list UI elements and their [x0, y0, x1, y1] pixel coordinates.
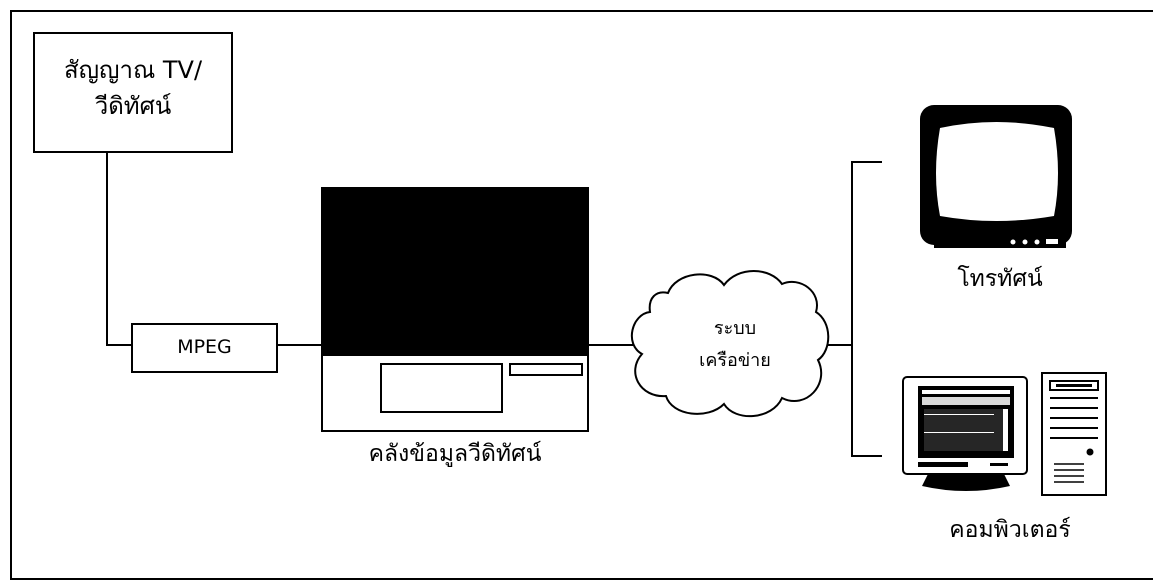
source-label: สัญญาณ TV/ วีดิทัศน์: [34, 52, 232, 124]
network-cloud-label-line1: ระบบ: [713, 318, 757, 339]
network-cloud-icon: [631, 270, 830, 418]
source-to-mpeg-connector: [106, 152, 132, 346]
computer-icon: [902, 372, 1107, 496]
video-server-icon: [321, 187, 589, 432]
video-server-label: คลังข้อมูลวีดิทัศน์: [368, 441, 542, 467]
mpeg-box: [131, 323, 278, 373]
source-label-line1: สัญญาณ TV/: [63, 56, 203, 84]
television-icon: [920, 105, 1072, 248]
network-bus-line: [851, 161, 882, 457]
television-label: โทรทัศน์: [957, 266, 1043, 292]
network-cloud-label: ระบบ เครือข่าย: [660, 313, 810, 377]
computer-label: คอมพิวเตอร์: [949, 517, 1071, 543]
source-box: [33, 32, 233, 153]
network-cloud-label-line2: เครือข่าย: [699, 350, 771, 371]
mpeg-label: MPEG: [177, 336, 232, 358]
source-label-line2: วีดิทัศน์: [94, 92, 172, 120]
